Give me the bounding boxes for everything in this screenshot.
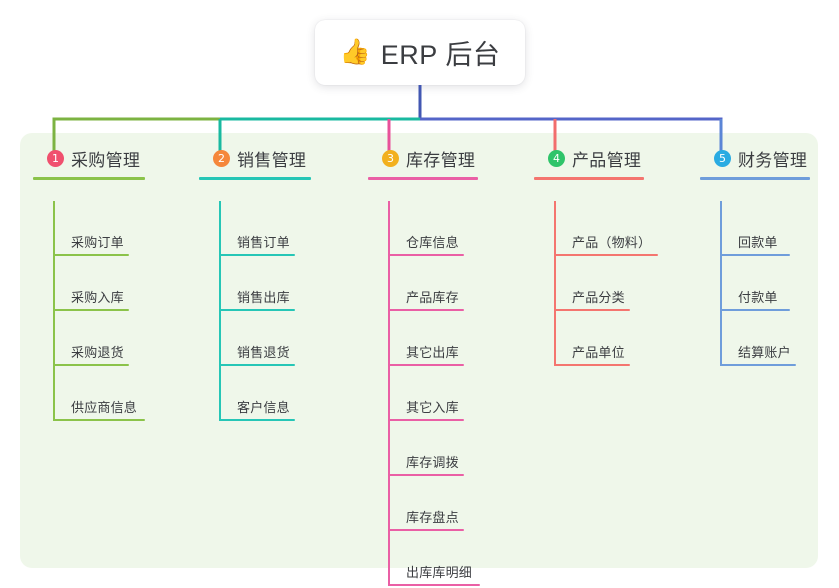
leaf-item[interactable]: 产品单位 bbox=[554, 336, 630, 366]
leaf-item[interactable]: 其它入库 bbox=[388, 391, 464, 421]
leaf-item-label: 付款单 bbox=[738, 290, 778, 305]
leaf-item-underline bbox=[219, 419, 295, 421]
leaf-item-label: 回款单 bbox=[738, 235, 778, 250]
leaf-item-label: 产品单位 bbox=[572, 345, 625, 360]
branch-header-4[interactable]: 4 产品管理 bbox=[534, 146, 641, 170]
branch-title-5: 财务管理 bbox=[738, 150, 808, 170]
leaf-item-underline bbox=[388, 474, 464, 476]
leaf-item-underline bbox=[554, 254, 658, 256]
branch-column-1: 1 采购管理采购订单采购入库采购退货供应商信息 bbox=[33, 146, 145, 421]
leaf-item-underline bbox=[554, 309, 630, 311]
branch-badge-2: 2 bbox=[213, 149, 230, 167]
leaf-item-underline bbox=[53, 364, 129, 366]
branch-column-3: 3 库存管理仓库信息产品库存其它出库其它入库库存调拨库存盘点出库库明细 bbox=[368, 146, 480, 586]
leaf-item-underline bbox=[388, 364, 464, 366]
leaf-item[interactable]: 销售出库 bbox=[219, 281, 295, 311]
leaf-item-underline bbox=[720, 309, 790, 311]
leaf-item[interactable]: 采购退货 bbox=[53, 336, 129, 366]
leaf-item[interactable]: 付款单 bbox=[720, 281, 790, 311]
branch-underline-4 bbox=[534, 177, 644, 180]
branch-spine-5 bbox=[720, 201, 722, 366]
leaf-item-underline bbox=[388, 584, 480, 586]
branch-header-3[interactable]: 3 库存管理 bbox=[368, 146, 475, 170]
branch-header-5[interactable]: 5 财务管理 bbox=[700, 146, 807, 170]
leaf-item-label: 出库库明细 bbox=[406, 565, 473, 580]
branch-title-1: 采购管理 bbox=[71, 150, 141, 170]
leaf-item-label: 采购订单 bbox=[71, 235, 124, 250]
leaf-item-label: 产品分类 bbox=[572, 290, 625, 305]
root-node-card[interactable]: 👍 ERP 后台 bbox=[315, 20, 525, 85]
leaf-item[interactable]: 客户信息 bbox=[219, 391, 295, 421]
leaf-item[interactable]: 出库库明细 bbox=[388, 556, 480, 586]
leaf-item-underline bbox=[53, 254, 129, 256]
branch-title-3: 库存管理 bbox=[406, 150, 476, 170]
leaf-item-label: 销售退货 bbox=[237, 345, 290, 360]
leaf-item-underline bbox=[554, 364, 630, 366]
leaf-item-label: 结算账户 bbox=[738, 345, 791, 360]
leaf-item[interactable]: 销售订单 bbox=[219, 226, 295, 256]
leaf-item[interactable]: 产品库存 bbox=[388, 281, 464, 311]
leaf-item-underline bbox=[720, 364, 796, 366]
branch-underline-5 bbox=[700, 177, 810, 180]
leaf-item[interactable]: 其它出库 bbox=[388, 336, 464, 366]
branches-panel bbox=[20, 133, 818, 568]
branch-underline-3 bbox=[368, 177, 478, 180]
leaf-item-underline bbox=[219, 309, 295, 311]
branch-badge-5: 5 bbox=[714, 149, 731, 167]
leaf-item-label: 采购退货 bbox=[71, 345, 124, 360]
branch-underline-1 bbox=[33, 177, 145, 180]
leaf-item-label: 其它入库 bbox=[406, 400, 459, 415]
leaf-item-underline bbox=[388, 529, 464, 531]
leaf-item[interactable]: 回款单 bbox=[720, 226, 790, 256]
leaf-item-underline bbox=[388, 419, 464, 421]
leaf-item[interactable]: 仓库信息 bbox=[388, 226, 464, 256]
branch-spine-4 bbox=[554, 201, 556, 366]
leaf-item-underline bbox=[219, 364, 295, 366]
branch-title-2: 销售管理 bbox=[237, 150, 307, 170]
leaf-item-label: 供应商信息 bbox=[71, 400, 138, 415]
leaf-item-label: 仓库信息 bbox=[406, 235, 459, 250]
leaf-item-label: 产品库存 bbox=[406, 290, 459, 305]
root-node-content: 👍 ERP 后台 bbox=[340, 33, 501, 72]
leaf-item-label: 库存盘点 bbox=[406, 510, 459, 525]
leaf-item[interactable]: 库存盘点 bbox=[388, 501, 464, 531]
branch-spine-2 bbox=[219, 201, 221, 421]
leaf-item-label: 其它出库 bbox=[406, 345, 459, 360]
leaf-item-underline bbox=[388, 254, 464, 256]
leaf-item-label: 客户信息 bbox=[237, 400, 290, 415]
leaf-item[interactable]: 销售退货 bbox=[219, 336, 295, 366]
branch-underline-2 bbox=[199, 177, 311, 180]
leaf-item-label: 库存调拨 bbox=[406, 455, 459, 470]
leaf-item[interactable]: 采购订单 bbox=[53, 226, 129, 256]
thumbs-up-icon: 👍 bbox=[339, 38, 371, 66]
leaf-item[interactable]: 产品（物料） bbox=[554, 226, 658, 256]
leaf-item-label: 销售订单 bbox=[237, 235, 290, 250]
branch-badge-3: 3 bbox=[382, 149, 399, 167]
branch-column-4: 4 产品管理产品（物料） 产品分类产品单位 bbox=[534, 146, 658, 366]
leaf-item[interactable]: 库存调拨 bbox=[388, 446, 464, 476]
branch-title-4: 产品管理 bbox=[572, 150, 642, 170]
branch-header-2[interactable]: 2 销售管理 bbox=[199, 146, 306, 170]
root-node-title: ERP 后台 bbox=[380, 40, 501, 70]
leaf-item-underline bbox=[219, 254, 295, 256]
leaf-item-label: 采购入库 bbox=[71, 290, 124, 305]
leaf-item-underline bbox=[53, 309, 129, 311]
leaf-item[interactable]: 产品分类 bbox=[554, 281, 630, 311]
leaf-item-label: 产品（物料） bbox=[572, 235, 652, 250]
branch-header-1[interactable]: 1 采购管理 bbox=[33, 146, 140, 170]
leaf-item-underline bbox=[53, 419, 145, 421]
branch-column-5: 5 财务管理回款单付款单结算账户 bbox=[700, 146, 810, 366]
branch-badge-4: 4 bbox=[548, 149, 565, 167]
branch-column-2: 2 销售管理销售订单销售出库销售退货客户信息 bbox=[199, 146, 311, 421]
leaf-item-label: 销售出库 bbox=[237, 290, 290, 305]
branch-badge-1: 1 bbox=[47, 149, 64, 167]
leaf-item-underline bbox=[720, 254, 790, 256]
leaf-item[interactable]: 供应商信息 bbox=[53, 391, 145, 421]
branch-spine-1 bbox=[53, 201, 55, 421]
leaf-item[interactable]: 采购入库 bbox=[53, 281, 129, 311]
leaf-item-underline bbox=[388, 309, 464, 311]
leaf-item[interactable]: 结算账户 bbox=[720, 336, 796, 366]
branch-spine-3 bbox=[388, 201, 390, 586]
